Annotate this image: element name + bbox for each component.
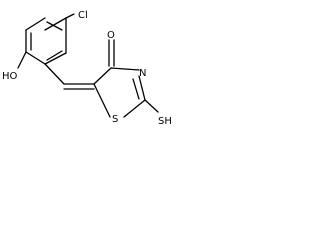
bond — [44, 17, 67, 31]
atom-label-cl: Cl — [78, 10, 88, 21]
atom-label-ho: HO — [2, 71, 18, 82]
atom-label-s: S — [112, 114, 118, 125]
bond-c-cl — [65, 13, 75, 19]
bond-c4-n — [110, 67, 140, 71]
bond-c2-s — [123, 99, 146, 118]
double-bond — [46, 50, 63, 61]
benzene-ring — [25, 17, 67, 65]
atom-label-n: N — [139, 68, 146, 79]
bond — [25, 17, 46, 31]
bond-n-c2 — [138, 75, 146, 101]
bond — [25, 51, 46, 65]
structure-diagram: Cl HO O N S SH — [0, 0, 173, 149]
double-bond — [46, 21, 63, 31]
bond-s-c5 — [93, 83, 111, 118]
bond-c-o — [17, 51, 27, 69]
double-bond — [132, 78, 140, 100]
thiazolidine-ring — [93, 67, 146, 118]
bond — [44, 52, 67, 65]
atom-label-o: O — [107, 30, 115, 41]
atom-label-sh: SH — [158, 116, 172, 127]
bond-ring-ch — [44, 63, 65, 85]
bond-c2-sh — [144, 99, 159, 113]
bond-c5-c4 — [93, 67, 112, 85]
molecule-drawing: Cl HO O N S SH — [2, 10, 172, 127]
